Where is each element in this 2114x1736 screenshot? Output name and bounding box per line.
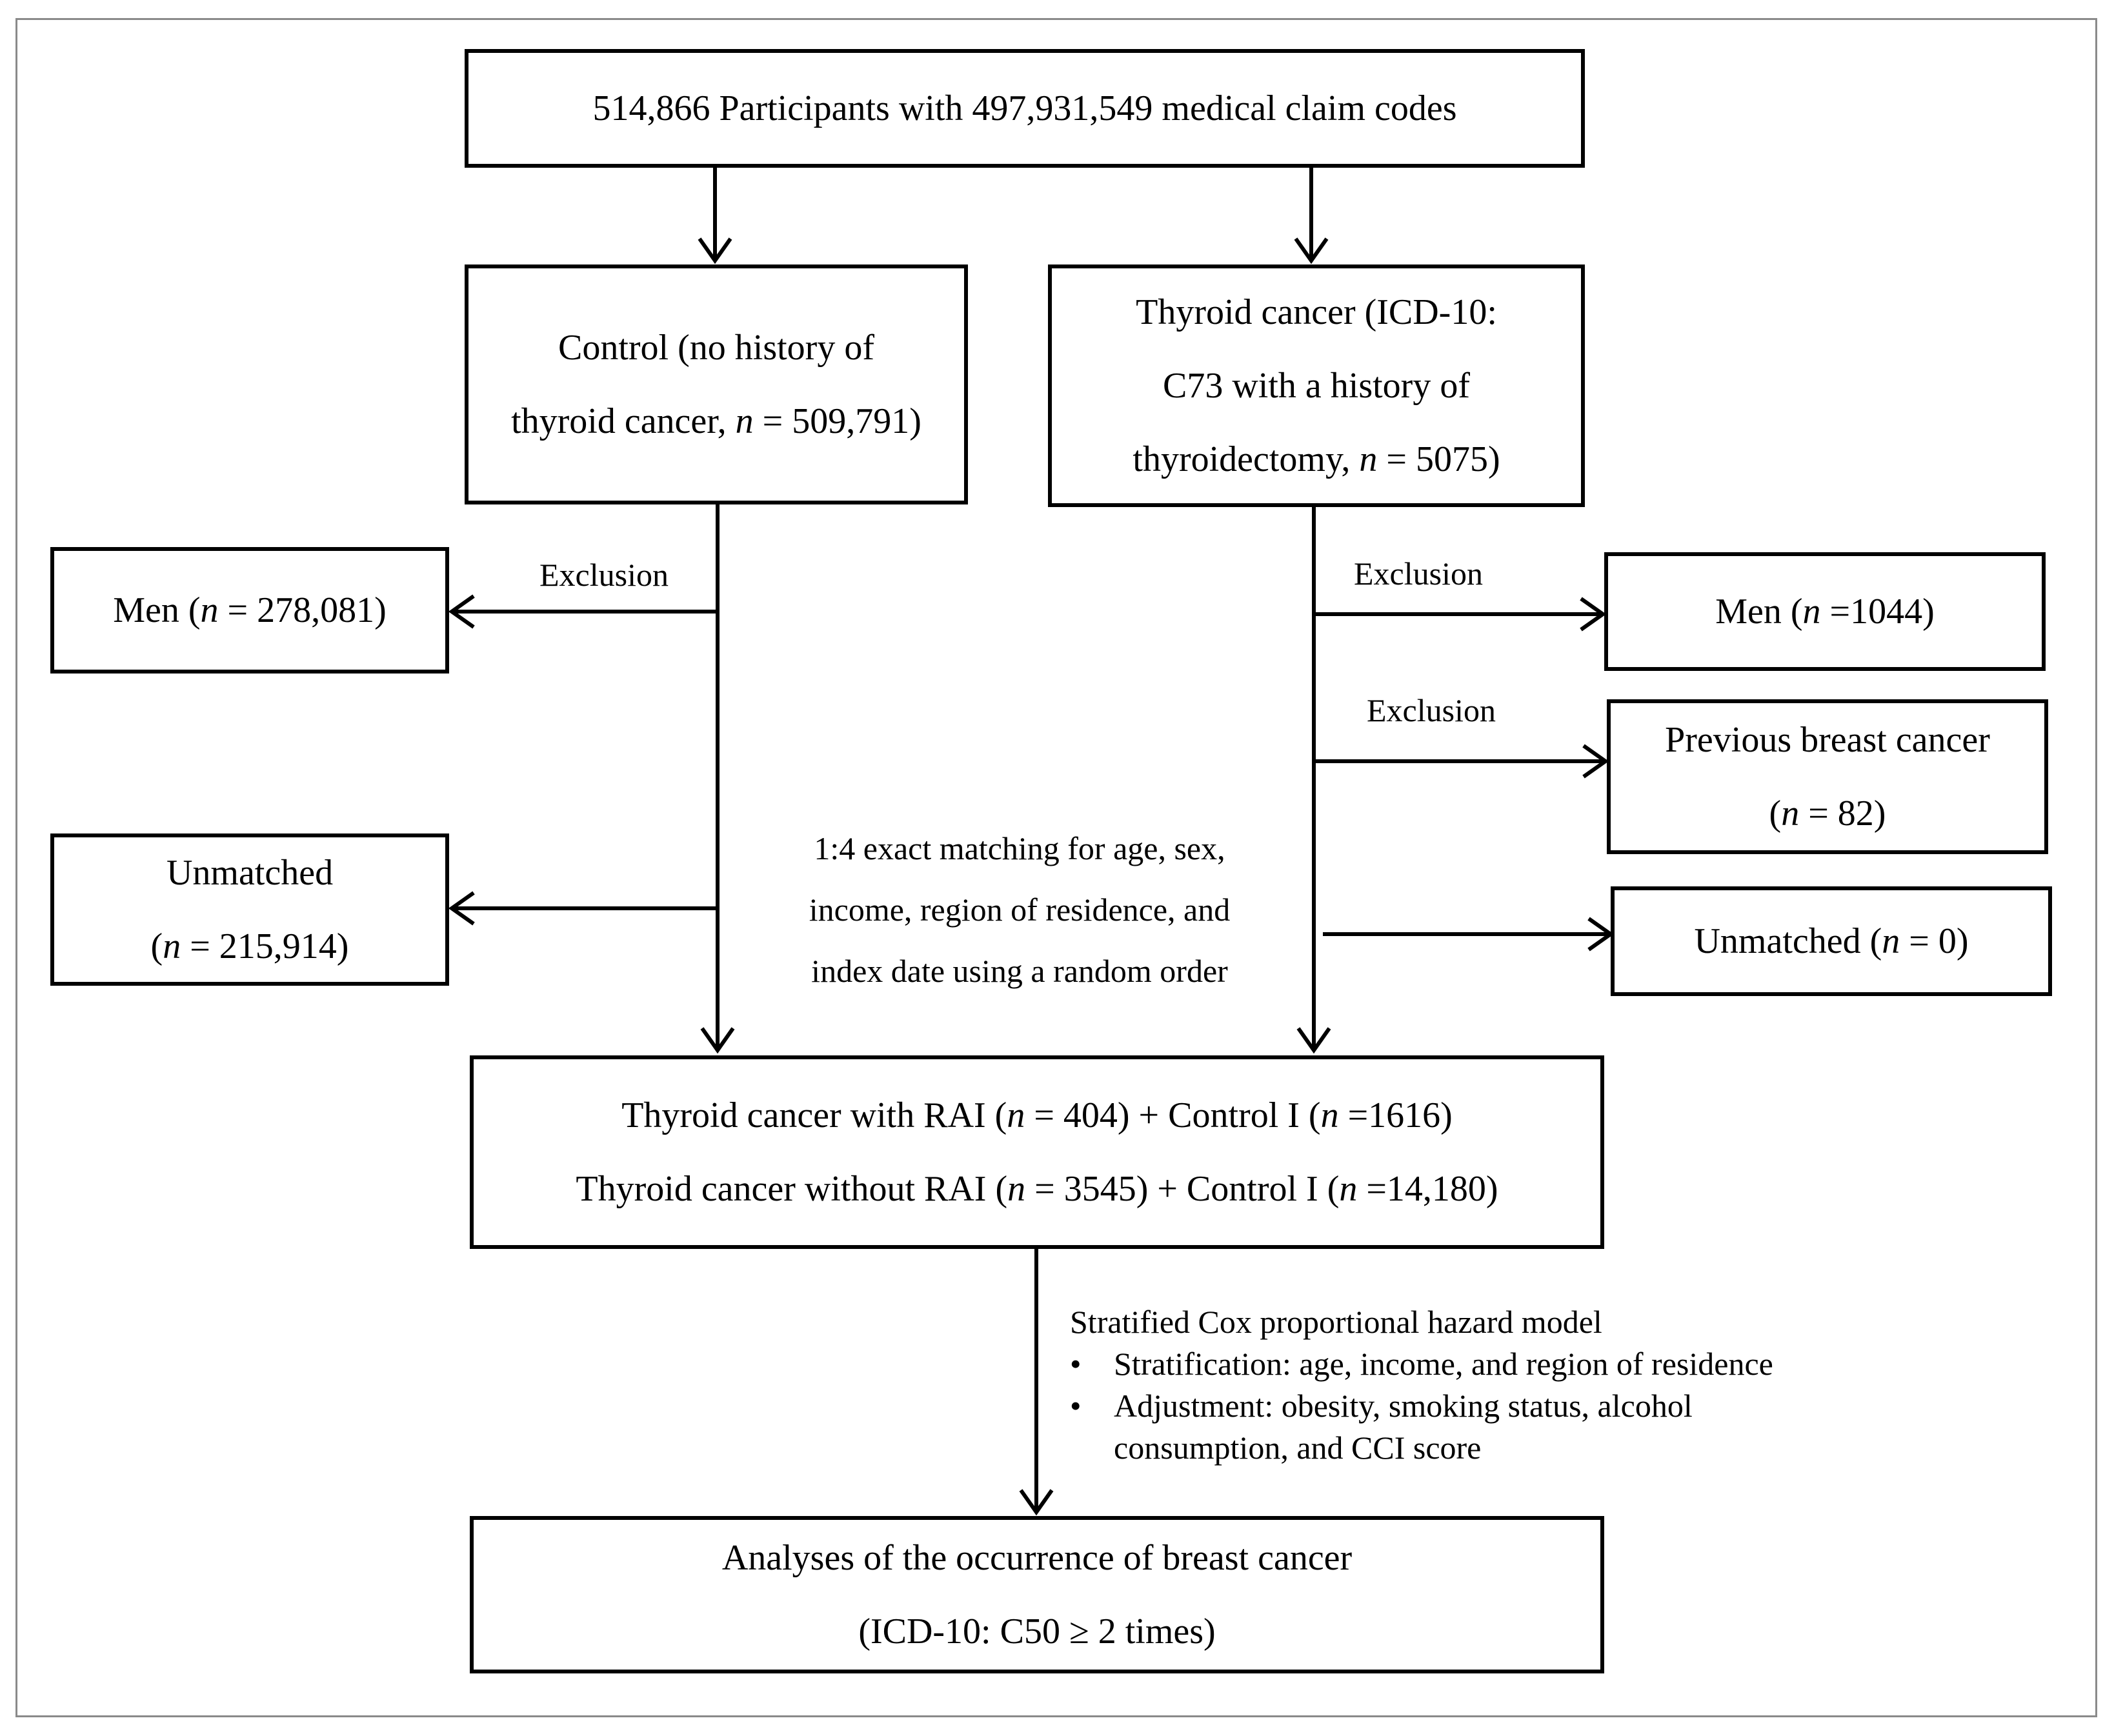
cox-model-note: Stratified Cox proportional hazard model… <box>1070 1301 1773 1469</box>
arrowhead-men-right <box>1580 597 1607 632</box>
arrowhead-unmatched-left <box>448 891 475 926</box>
matching-line-3: index date using a random order <box>811 953 1228 989</box>
unmatched-left-line-2: (n = 215,914) <box>150 926 349 966</box>
men-excluded-right-box: Men (n =1044) <box>1604 552 2046 671</box>
matched-line-2: Thyroid cancer without RAI (n = 3545) + … <box>576 1169 1498 1209</box>
top-box: 514,866 Participants with 497,931,549 me… <box>465 49 1585 168</box>
exclusion-label-right-1: Exclusion <box>1354 555 1483 592</box>
result-box: Analyses of the occurrence of breast can… <box>470 1516 1604 1673</box>
thyroid-cancer-box: Thyroid cancer (ICD-10: C73 with a histo… <box>1048 264 1585 507</box>
matched-line-1: Thyroid cancer with RAI (n = 404) + Cont… <box>621 1095 1453 1135</box>
control-box-line-2: thyroid cancer, n = 509,791) <box>511 401 921 441</box>
arrowhead-thyroid <box>1294 237 1329 264</box>
thyroid-box-line-2: C73 with a history of <box>1163 366 1470 406</box>
arrowhead-result <box>1019 1489 1054 1516</box>
men-left-line: Men (n = 278,081) <box>113 590 387 630</box>
arrowhead-previous <box>1582 744 1609 779</box>
arrowhead-control <box>698 237 732 264</box>
men-excluded-left-box: Men (n = 278,081) <box>50 547 449 673</box>
men-right-line: Men (n =1044) <box>1715 592 1935 632</box>
arrowhead-men-left <box>448 594 475 629</box>
cox-model-title: Stratified Cox proportional hazard model <box>1070 1304 1602 1340</box>
previous-breast-line-2: (n = 82) <box>1769 793 1886 833</box>
cox-bullet-adjustment: Adjustment: obesity, smoking status, alc… <box>1070 1385 1746 1469</box>
top-box-line: 514,866 Participants with 497,931,549 me… <box>592 88 1457 128</box>
unmatched-left-box: Unmatched (n = 215,914) <box>50 833 449 986</box>
matching-criteria-text: 1:4 exact matching for age, sex, income,… <box>761 818 1278 1002</box>
thyroid-box-line-3: thyroidectomy, n = 5075) <box>1132 439 1500 479</box>
unmatched-right-box: Unmatched (n = 0) <box>1611 886 2052 996</box>
thyroid-box-line-1: Thyroid cancer (ICD-10: <box>1136 292 1497 332</box>
control-box-line-1: Control (no history of <box>558 328 874 368</box>
previous-breast-line-1: Previous breast cancer <box>1665 720 1990 760</box>
arrowhead-control-trunk <box>700 1027 735 1054</box>
control-box: Control (no history of thyroid cancer, n… <box>465 264 968 504</box>
cox-bullet-stratification: Stratification: age, income, and region … <box>1070 1343 1773 1385</box>
exclusion-label-right-2: Exclusion <box>1367 692 1496 728</box>
cox-model-bullets: Stratification: age, income, and region … <box>1070 1343 1773 1469</box>
unmatched-left-line-1: Unmatched <box>166 853 334 893</box>
matching-line-1: 1:4 exact matching for age, sex, <box>814 830 1225 866</box>
result-line-2: (ICD-10: C50 ≥ 2 times) <box>858 1611 1216 1651</box>
matching-line-2: income, region of residence, and <box>809 892 1231 928</box>
arrowhead-thyroid-trunk <box>1296 1027 1331 1054</box>
previous-breast-cancer-box: Previous breast cancer (n = 82) <box>1607 699 2048 854</box>
result-line-1: Analyses of the occurrence of breast can… <box>721 1538 1353 1578</box>
unmatched-right-line: Unmatched (n = 0) <box>1694 921 1969 961</box>
matched-cohort-box: Thyroid cancer with RAI (n = 404) + Cont… <box>470 1055 1604 1249</box>
exclusion-label-left: Exclusion <box>539 557 669 593</box>
